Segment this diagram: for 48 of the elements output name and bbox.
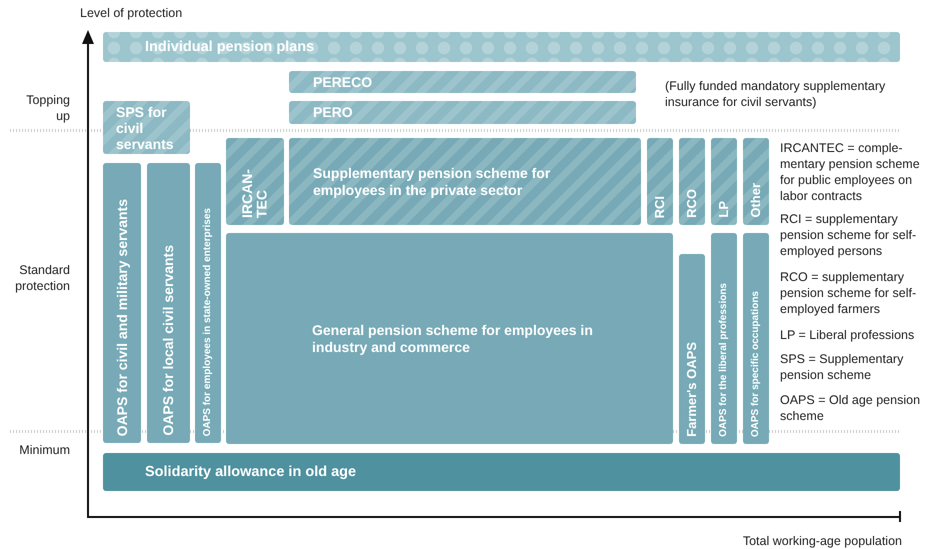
note-text: (Fully funded mandatory supplementary insurance for civil servants): [665, 78, 886, 110]
level-label: Topping up: [25, 92, 70, 124]
scheme-name: PERECO: [313, 74, 372, 90]
abbreviation-note: SPS = Supplementary pension scheme: [780, 351, 904, 383]
abbreviation-note: RCO = supplementary pension scheme for self-employed farmers: [780, 269, 918, 317]
scheme-name: OAPS for the liberal professions: [718, 283, 730, 437]
scheme-block: [647, 138, 673, 225]
scheme-block: [195, 163, 221, 443]
scheme-block: [743, 138, 769, 225]
scheme-name: PERO: [313, 104, 353, 121]
scheme-name: OAPS for local civil servants: [161, 245, 176, 436]
scheme-block: [103, 101, 190, 154]
scheme-block: [743, 233, 769, 444]
axis-title: Level of protection: [80, 5, 184, 21]
scheme-name: Farmer's OAPS: [685, 342, 699, 437]
scheme-name: OAPS for specific occupations: [750, 290, 762, 437]
scheme-block: [289, 138, 641, 225]
scheme-block: [103, 163, 141, 443]
scheme-name: Individual pension plans: [145, 38, 314, 56]
scheme-name: Solidarity allowance in old age: [145, 464, 356, 480]
scheme-name: General pension scheme for employees in industry and commerce: [312, 322, 594, 355]
scheme-block: [711, 138, 737, 225]
axis-title: Total working-age population: [742, 533, 902, 549]
scheme-block: [679, 138, 705, 225]
scheme-name: RCI: [653, 196, 667, 218]
scheme-block: [103, 453, 900, 491]
scheme-name: Supplementary pension scheme for employees in the private sector: [313, 165, 552, 198]
scheme-block: [289, 71, 636, 93]
scheme-block: [679, 254, 705, 444]
scheme-block: [289, 101, 636, 124]
scheme-name: Other: [749, 183, 763, 218]
abbreviation-note: OAPS = Old age pension scheme: [780, 392, 922, 424]
scheme-block: [226, 233, 673, 444]
scheme-name: OAPS for civil and military servants: [114, 198, 130, 436]
scheme-name: OAPS for employees in state-owned enterprises: [202, 208, 214, 436]
scheme-block: [226, 138, 284, 225]
abbreviation-note: LP = Liberal professions: [780, 327, 916, 343]
scheme-name: LP: [717, 201, 731, 218]
scheme-name: RCO: [685, 189, 699, 218]
scheme-block: [711, 233, 737, 444]
level-label: Standard protection: [14, 262, 70, 294]
scheme-block: [147, 163, 190, 443]
scheme-block: [103, 32, 900, 62]
abbreviation-note: IRCANTEC = comple- mentary pension scheme for public employees on labor contracts: [780, 140, 921, 204]
level-label: Minimum: [18, 442, 70, 458]
abbreviation-note: RCI = supplementary pension scheme for self-employed persons: [780, 211, 918, 259]
scheme-name: IRCAN- TEC: [240, 168, 270, 218]
scheme-name: SPS for civil servants: [116, 104, 175, 152]
